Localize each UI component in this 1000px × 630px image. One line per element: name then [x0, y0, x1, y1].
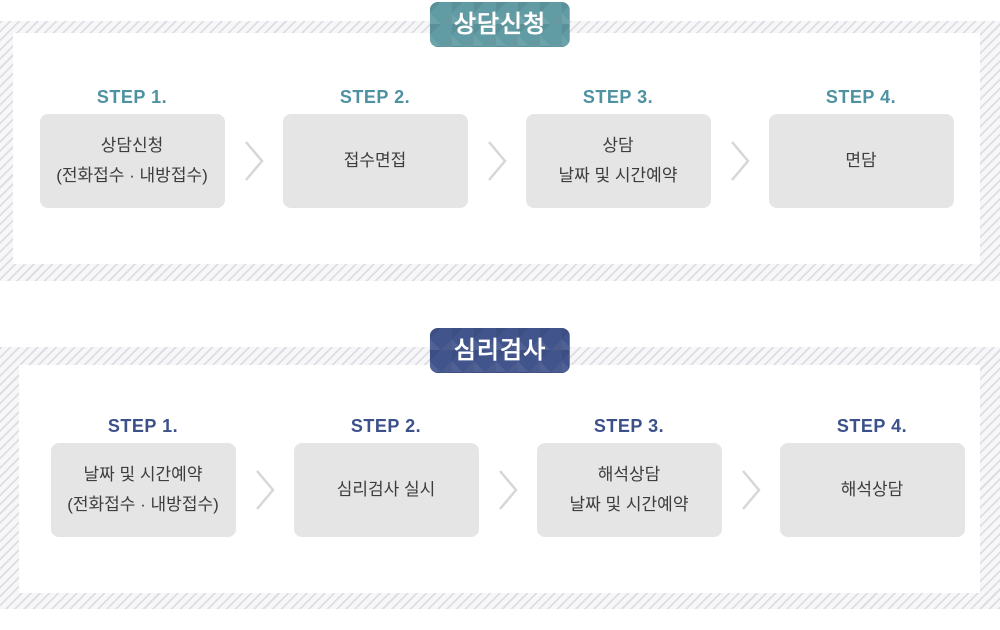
step-3: STEP 3. 상담 날짜 및 시간예약 [525, 87, 711, 208]
psych-test-section: 심리검사 STEP 1. 날짜 및 시간예약 (전화접수 · 내방접수) STE… [0, 328, 1000, 609]
chevron-right-icon [479, 469, 537, 511]
step-box-text: 해석상담 [597, 465, 661, 484]
chevron-right-icon [225, 140, 283, 182]
step-box-text: 상담 [602, 136, 634, 155]
step-3: STEP 3. 해석상담 날짜 및 시간예약 [536, 416, 722, 537]
step-label: STEP 1. [96, 87, 168, 107]
step-2: STEP 2. 접수면접 [282, 87, 468, 208]
step-box-text: 접수면접 [343, 151, 407, 170]
step-label: STEP 4. [836, 416, 908, 436]
step-box-text: 상담신청 [100, 136, 164, 155]
step-2: STEP 2. 심리검사 실시 [293, 416, 479, 537]
step-box: 해석상담 [779, 443, 965, 537]
step-label: STEP 2. [339, 87, 411, 107]
hatched-frame: STEP 1. 날짜 및 시간예약 (전화접수 · 내방접수) STEP 2. … [0, 347, 1000, 609]
step-box: 날짜 및 시간예약 (전화접수 · 내방접수) [50, 443, 236, 537]
step-1: STEP 1. 상담신청 (전화접수 · 내방접수) [39, 87, 225, 208]
step-box-subtext: (전화접수 · 내방접수) [56, 166, 208, 185]
step-box: 해석상담 날짜 및 시간예약 [536, 443, 722, 537]
step-box-text: 날짜 및 시간예약 [83, 465, 203, 484]
step-label: STEP 4. [825, 87, 897, 107]
step-label: STEP 3. [593, 416, 665, 436]
section-title-badge: 상담신청 [430, 2, 570, 47]
step-box: 접수면접 [282, 114, 468, 208]
hatched-frame: STEP 1. 상담신청 (전화접수 · 내방접수) STEP 2. 접수면접 [0, 21, 1000, 281]
chevron-right-icon [722, 469, 780, 511]
step-box: 면담 [768, 114, 954, 208]
frame-inner: STEP 1. 날짜 및 시간예약 (전화접수 · 내방접수) STEP 2. … [19, 365, 980, 593]
step-box: 상담신청 (전화접수 · 내방접수) [39, 114, 225, 208]
step-box-text: 심리검사 실시 [336, 480, 436, 499]
step-1: STEP 1. 날짜 및 시간예약 (전화접수 · 내방접수) [50, 416, 236, 537]
section-title-badge: 심리검사 [430, 328, 570, 373]
step-label: STEP 1. [107, 416, 179, 436]
chevron-right-icon [711, 140, 769, 182]
steps-row: STEP 1. 상담신청 (전화접수 · 내방접수) STEP 2. 접수면접 [13, 87, 980, 208]
steps-row: STEP 1. 날짜 및 시간예약 (전화접수 · 내방접수) STEP 2. … [27, 416, 988, 537]
step-4: STEP 4. 면담 [768, 87, 954, 208]
step-box: 상담 날짜 및 시간예약 [525, 114, 711, 208]
step-box: 심리검사 실시 [293, 443, 479, 537]
counseling-apply-section: 상담신청 STEP 1. 상담신청 (전화접수 · 내방접수) STEP 2. [0, 2, 1000, 281]
step-box-subtext: 날짜 및 시간예약 [558, 166, 678, 185]
frame-inner: STEP 1. 상담신청 (전화접수 · 내방접수) STEP 2. 접수면접 [13, 33, 980, 264]
step-4: STEP 4. 해석상담 [779, 416, 965, 537]
step-label: STEP 3. [582, 87, 654, 107]
chevron-right-icon [468, 140, 526, 182]
step-box-subtext: 날짜 및 시간예약 [569, 495, 689, 514]
chevron-right-icon [236, 469, 294, 511]
step-box-subtext: (전화접수 · 내방접수) [67, 495, 219, 514]
step-box-text: 해석상담 [840, 480, 904, 499]
step-box-text: 면담 [845, 151, 877, 170]
step-label: STEP 2. [350, 416, 422, 436]
